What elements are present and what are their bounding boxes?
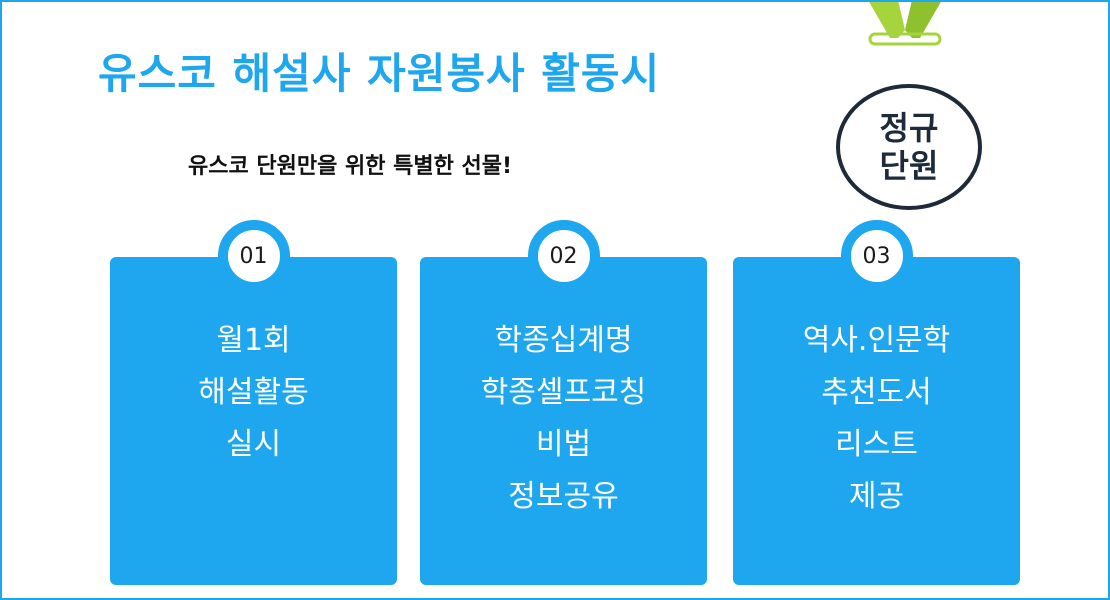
card-description: 역사.인문학 추천도서 리스트 제공 (802, 323, 951, 514)
benefit-card-3: 03 역사.인문학 추천도서 리스트 제공 (733, 220, 1020, 585)
page-title: 유스코 해설사 자원봉사 활동시 (98, 49, 661, 98)
card-number-badge: 03 (840, 220, 913, 292)
medal-label: 정규 단원 (879, 109, 939, 185)
page-subtitle: 유스코 단원만을 위한 특별한 선물! (188, 154, 513, 179)
card-description: 학종십계명 학종셀프코칭 비법 정보공유 (480, 323, 647, 514)
benefit-card-2: 02 학종십계명 학종셀프코칭 비법 정보공유 (420, 220, 707, 585)
card-number-badge: 02 (527, 220, 600, 292)
medal-ribbon-icon (868, 2, 942, 46)
card-description: 월1회 해설활동 실시 (198, 323, 309, 462)
benefit-card-1: 01 월1회 해설활동 실시 (110, 220, 397, 585)
regular-member-medal: 정규 단원 (836, 84, 982, 210)
card-number-badge: 01 (217, 220, 290, 292)
